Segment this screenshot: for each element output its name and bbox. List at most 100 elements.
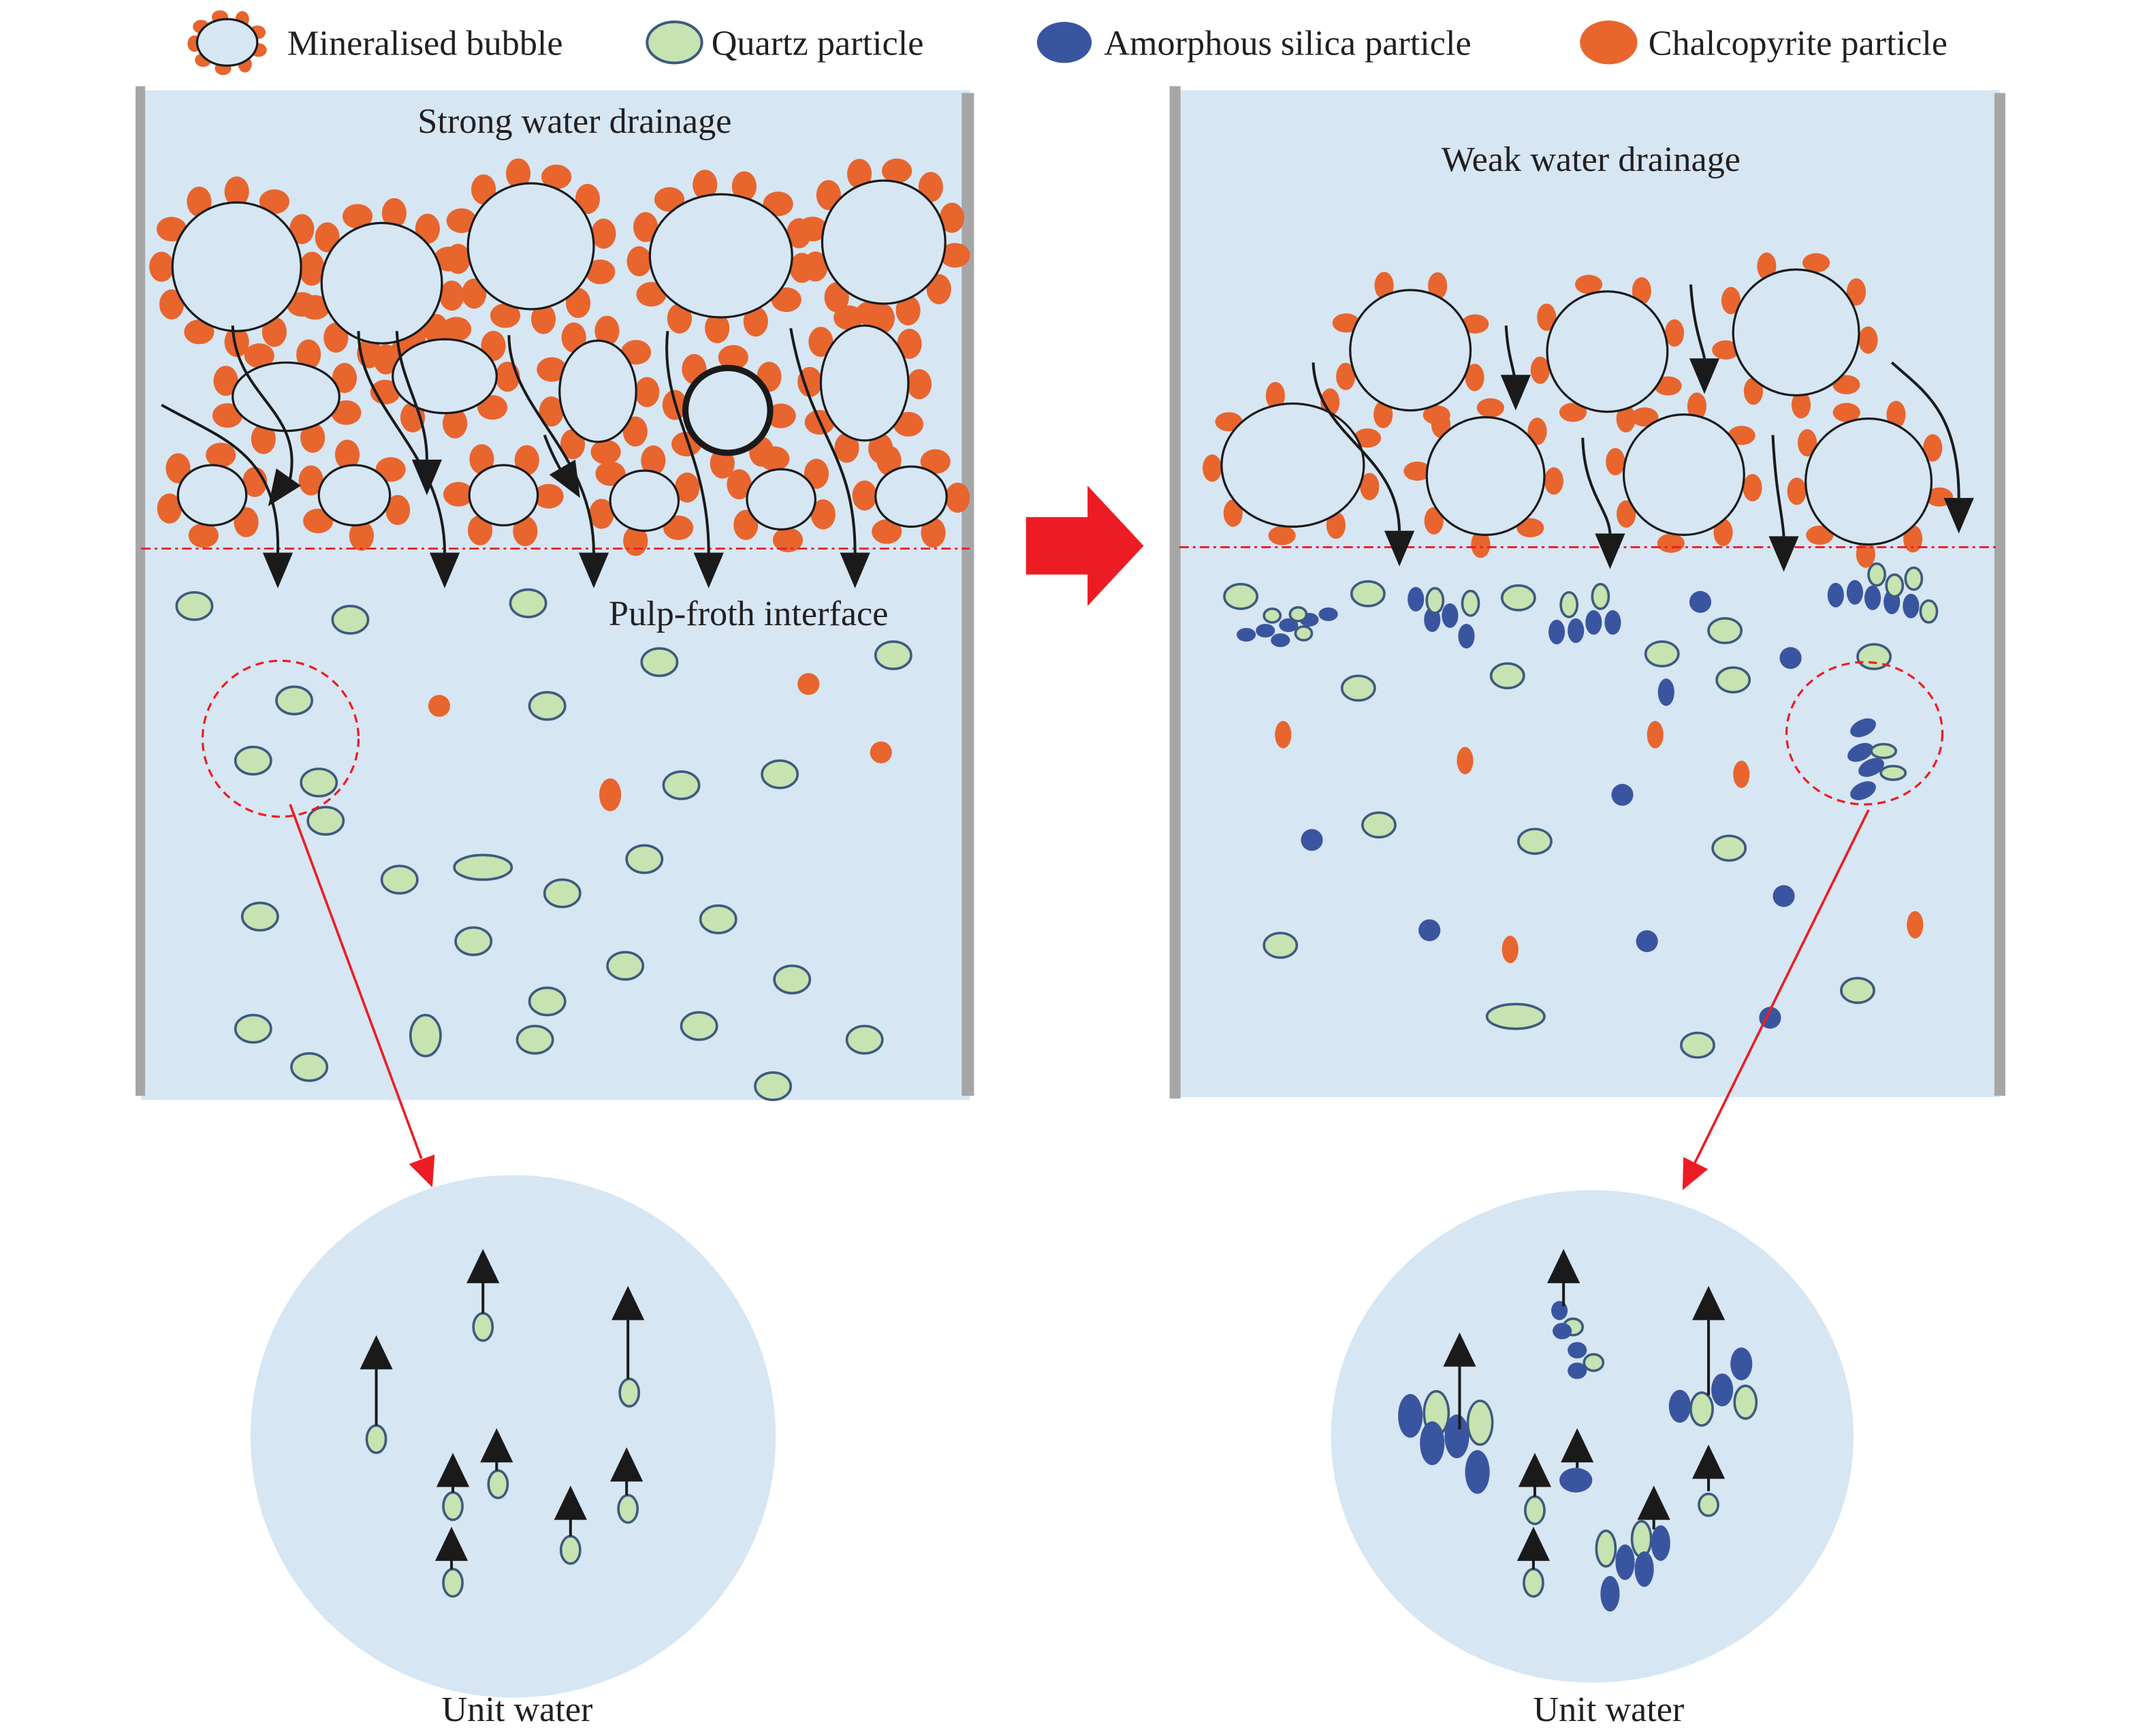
quartz-particle bbox=[761, 759, 799, 789]
quartz-particle bbox=[1583, 1353, 1605, 1372]
chalcopyrite-particle bbox=[159, 289, 185, 320]
mineralised-bubble bbox=[558, 339, 637, 443]
arrow-head bbox=[1689, 358, 1720, 394]
chalcopyrite-particle bbox=[590, 439, 621, 464]
arrow-head bbox=[578, 552, 609, 588]
quartz-particle bbox=[699, 904, 737, 934]
quartz-particle bbox=[625, 844, 664, 874]
chalcopyrite-particle bbox=[765, 403, 796, 428]
chalcopyrite-particle bbox=[797, 366, 823, 397]
amorphous-silica-particle bbox=[1600, 1575, 1620, 1612]
arrow-head bbox=[549, 459, 580, 499]
chalcopyrite-particle bbox=[1203, 454, 1222, 482]
quartz-particle bbox=[306, 806, 345, 836]
legend-bubble-label: Mineralised bubble bbox=[287, 23, 563, 63]
quartz-particle bbox=[845, 1024, 884, 1055]
chalcopyrite-particle bbox=[1326, 511, 1346, 539]
quartz-particle bbox=[234, 1013, 272, 1044]
arrow-head bbox=[1518, 1453, 1552, 1487]
chalcopyrite-particle bbox=[261, 317, 287, 347]
quartz-particle bbox=[1711, 834, 1747, 862]
arrow-head bbox=[1516, 1526, 1551, 1561]
chalcopyrite-particle bbox=[1728, 426, 1755, 445]
mineralised-bubble bbox=[176, 464, 248, 526]
quartz-particle bbox=[1630, 1519, 1653, 1558]
chalcopyrite-particle bbox=[803, 251, 828, 282]
chalcopyrite-particle bbox=[373, 344, 398, 375]
mineralised-bubble bbox=[1546, 290, 1669, 413]
quartz-particle bbox=[1350, 580, 1386, 607]
chalcopyrite-particle bbox=[1502, 935, 1519, 964]
chalcopyrite-particle bbox=[1457, 746, 1474, 774]
chalcopyrite-particle bbox=[1923, 434, 1943, 462]
chalcopyrite-particle bbox=[1743, 377, 1763, 405]
chalcopyrite-particle bbox=[565, 287, 591, 319]
quartz-particle bbox=[1361, 811, 1397, 839]
quartz-particle bbox=[1591, 582, 1610, 610]
right-pulp-particles bbox=[1223, 562, 1939, 1059]
quartz-particle bbox=[1288, 606, 1308, 622]
bubble bbox=[195, 18, 259, 67]
mineralised-bubble bbox=[320, 221, 443, 345]
chalcopyrite-particle bbox=[1471, 531, 1491, 558]
left-zoom-connector-head bbox=[409, 1154, 435, 1188]
chalcopyrite-particle bbox=[303, 508, 334, 533]
quartz-particle bbox=[1856, 643, 1892, 671]
chalcopyrite-particle bbox=[804, 458, 829, 489]
chalcopyrite-particle bbox=[893, 411, 924, 437]
chalcopyrite-particle bbox=[244, 343, 274, 368]
chalcopyrite-particle bbox=[797, 217, 828, 242]
chalcopyrite-particle bbox=[1886, 400, 1906, 428]
chalcopyrite-particle bbox=[1903, 525, 1923, 553]
chalcopyrite-particle bbox=[1527, 417, 1547, 445]
mineralised-bubble bbox=[392, 338, 498, 415]
quartz-particle bbox=[275, 685, 313, 716]
amorphous-silica-particle bbox=[1458, 623, 1475, 649]
chalcopyrite-particle bbox=[156, 217, 187, 242]
amorphous-silica-particle bbox=[1279, 618, 1299, 633]
arrow-head bbox=[1547, 1248, 1580, 1284]
chalcopyrite-particle bbox=[599, 778, 622, 812]
chalcopyrite-particle bbox=[816, 180, 841, 210]
mineralised-bubble bbox=[874, 465, 948, 528]
quartz-particle bbox=[1466, 1400, 1494, 1446]
chalcopyrite-particle bbox=[331, 400, 362, 425]
right-zoom-connector-head bbox=[1682, 1156, 1709, 1190]
quartz-particle bbox=[1340, 674, 1376, 702]
chalcopyrite-particle bbox=[575, 183, 601, 215]
left-unit-water-circle bbox=[250, 1175, 776, 1698]
chalcopyrite-particle bbox=[1654, 376, 1682, 396]
quartz-particle bbox=[442, 1491, 464, 1521]
left-cell-title: Strong water drainage bbox=[417, 101, 731, 141]
left-cell-left-wall bbox=[136, 86, 146, 1096]
quartz-particle bbox=[1904, 566, 1924, 591]
chalcopyrite-particle bbox=[1320, 388, 1340, 416]
drainage-arrow bbox=[357, 331, 447, 553]
amorphous-silica-particle bbox=[1864, 585, 1881, 610]
legend-quartz-icon bbox=[646, 20, 703, 65]
chalcopyrite-particle bbox=[342, 204, 373, 229]
chalcopyrite-particle bbox=[1907, 911, 1924, 938]
chalcopyrite-particle bbox=[1832, 403, 1860, 422]
amorphous-silica-particle bbox=[1858, 758, 1884, 777]
chalcopyrite-particle bbox=[537, 357, 567, 382]
amorphous-silica-particle bbox=[1237, 627, 1256, 642]
amorphous-silica-particle bbox=[1444, 1414, 1469, 1459]
amorphous-silica-particle bbox=[1634, 1551, 1654, 1588]
chalcopyrite-particle bbox=[1215, 412, 1243, 432]
chalcopyrite-particle bbox=[895, 295, 921, 326]
quartz-particle bbox=[290, 1052, 329, 1082]
quartz-particle bbox=[1223, 582, 1258, 610]
left-pulp-particles bbox=[175, 588, 912, 1101]
quartz-particle bbox=[1840, 977, 1875, 1005]
chalcopyrite-particle bbox=[808, 326, 833, 358]
legend-mineralised-bubble-icon bbox=[187, 10, 267, 76]
amorphous-silica-particle bbox=[1408, 586, 1425, 612]
drainage-arrow bbox=[1504, 325, 1516, 377]
left-flotation-cell: Strong water drainage Pulp-froth interfa… bbox=[136, 86, 974, 1101]
chalcopyrite-particle bbox=[506, 158, 531, 189]
chalcopyrite-particle bbox=[187, 186, 212, 217]
chalcopyrite-particle bbox=[626, 246, 652, 277]
right-unit-water-zoom: Unit water bbox=[1331, 1190, 1854, 1729]
